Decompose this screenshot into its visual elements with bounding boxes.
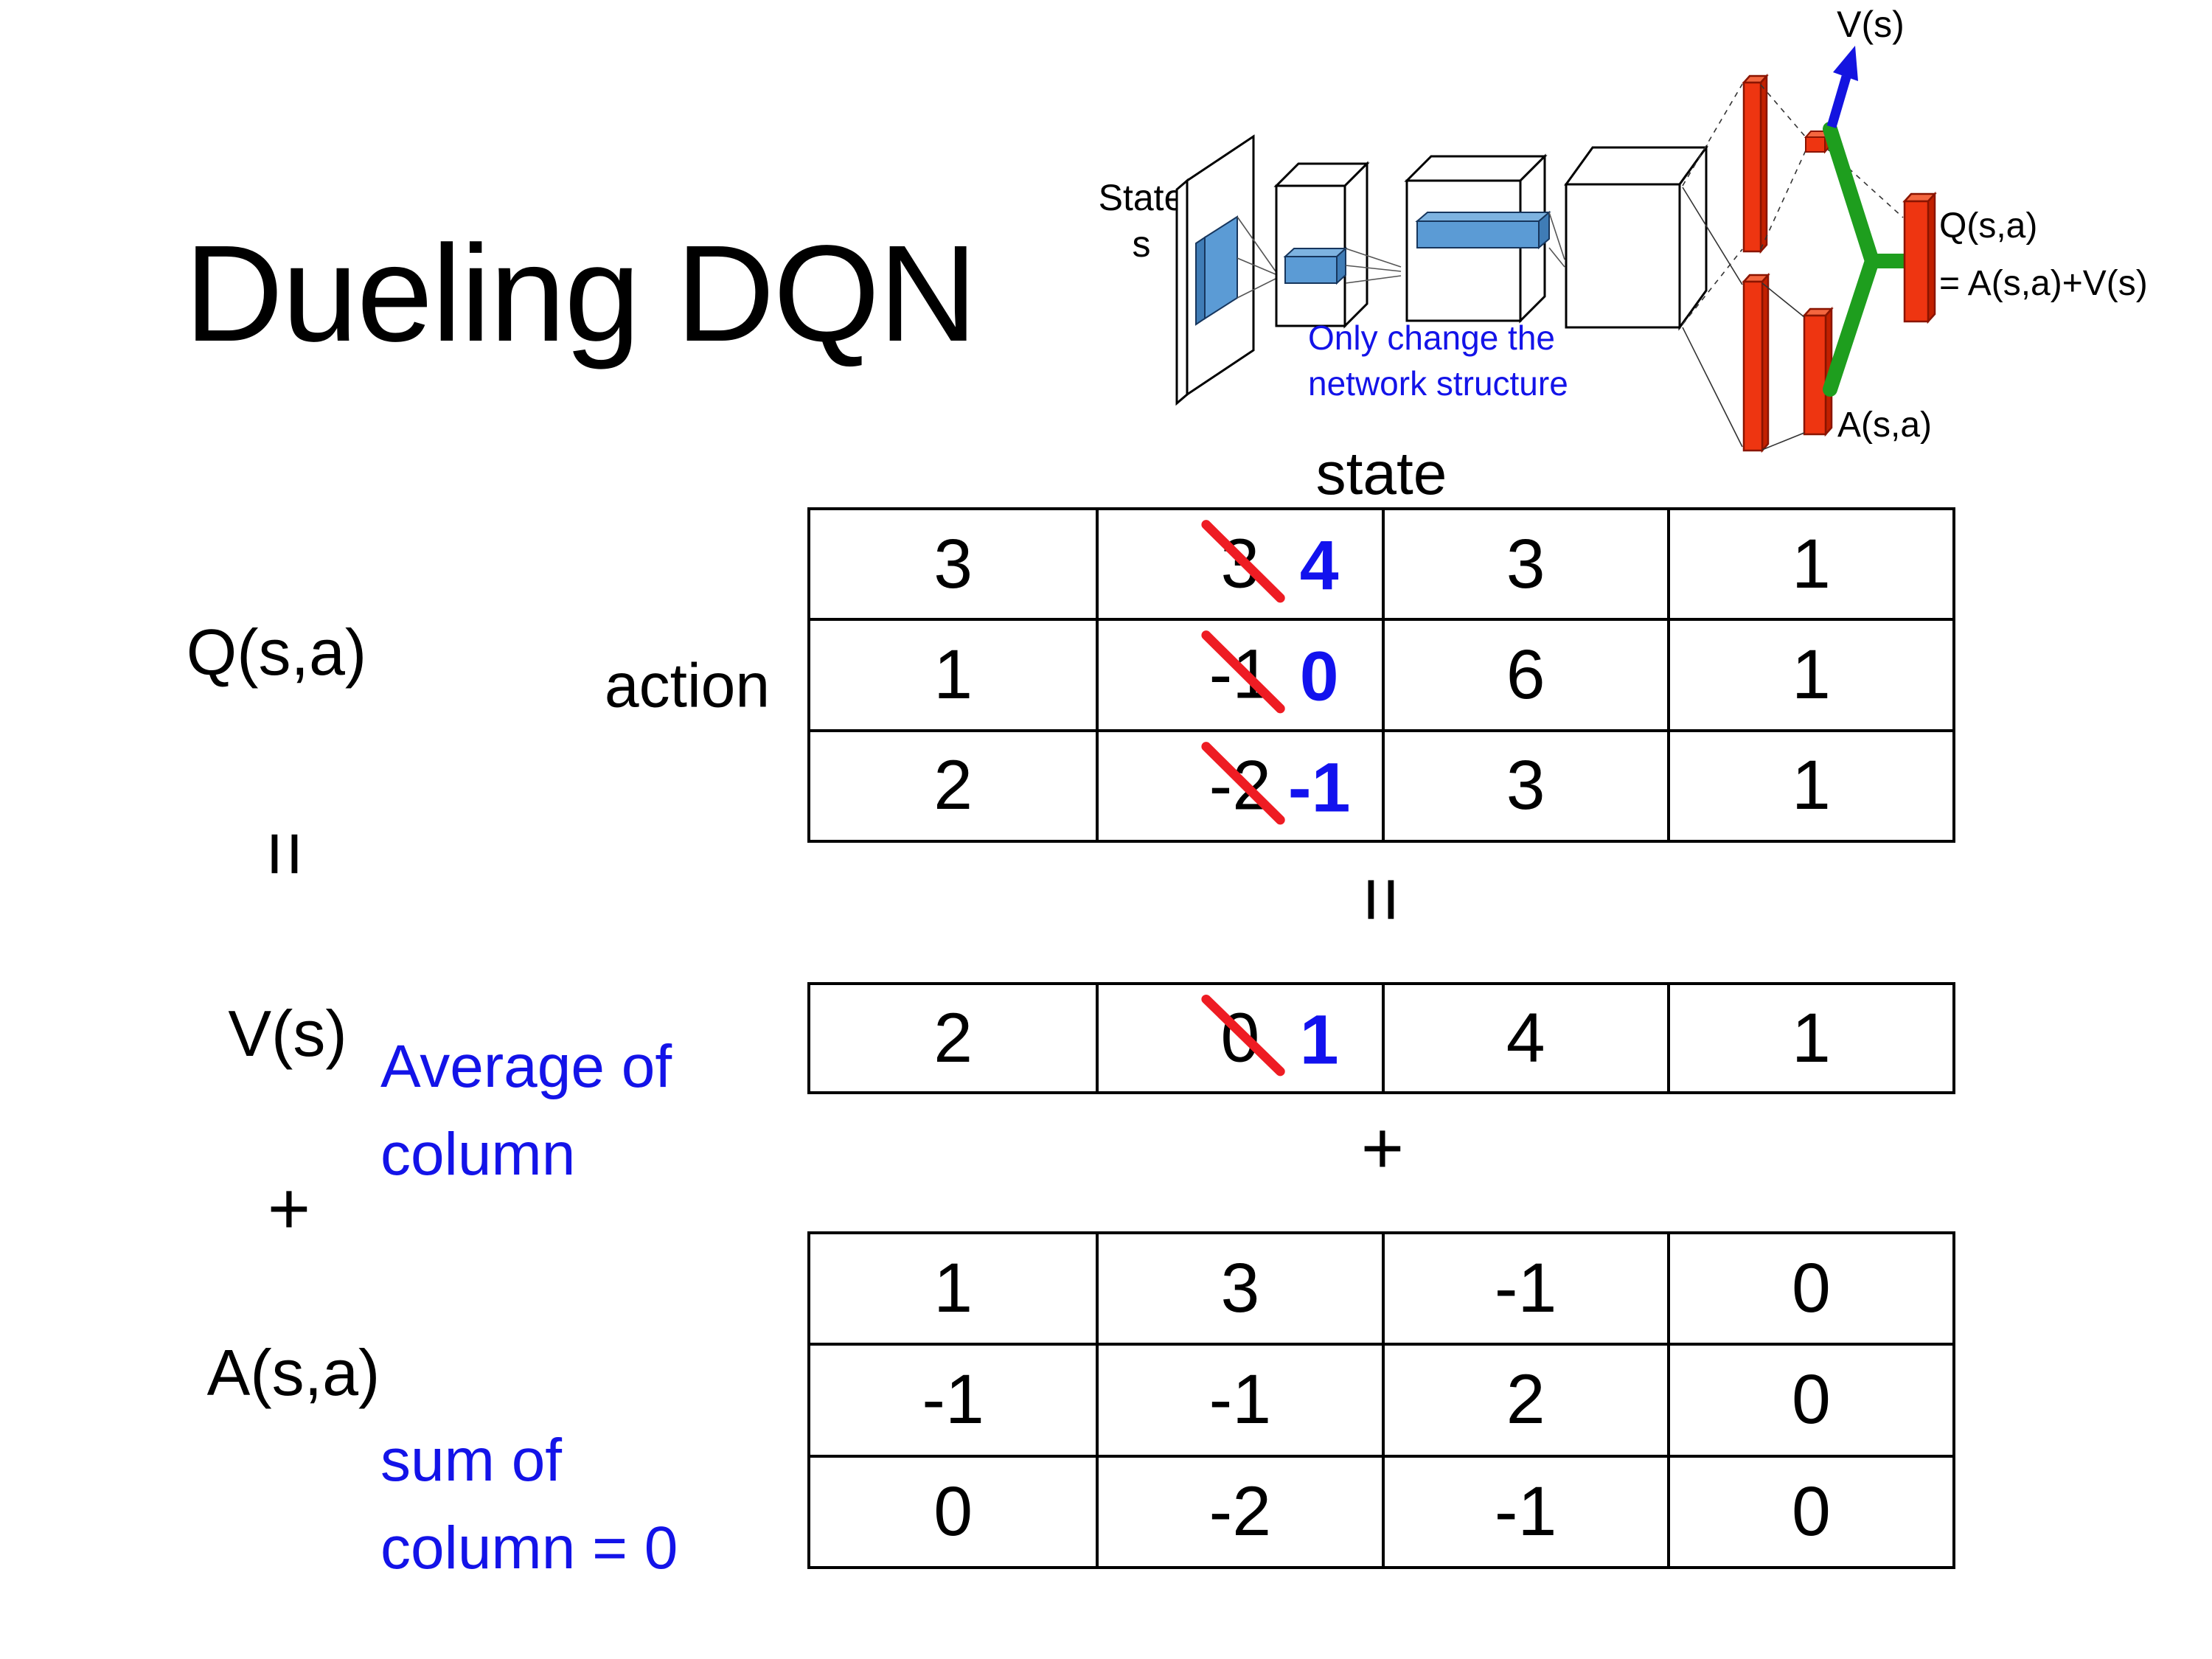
new-value: 4 (1299, 526, 1339, 605)
diagram-note-line1: Only change the (1308, 319, 1555, 357)
v-cell: 1 (1666, 985, 1952, 1091)
a-output-label: A(s,a) (1837, 406, 1932, 445)
state-axis-label: state (1315, 440, 1447, 507)
q-cell: 1 (1666, 618, 1952, 729)
new-value: 0 (1299, 637, 1339, 716)
a-cell: 1 (933, 1249, 973, 1328)
old-value: -1 (1208, 635, 1272, 714)
q-cell: 2 (810, 728, 1096, 840)
v-scalar-cone (1760, 84, 1904, 250)
fc-bar-bottom (1742, 272, 1770, 453)
old-value: 3 (1220, 524, 1260, 603)
a-cell: -1 (810, 1343, 1096, 1454)
q-cell: 3 (1381, 728, 1667, 840)
plus-sign-mid: + (1360, 1107, 1405, 1190)
sum-note: sum of column = 0 (380, 1417, 678, 1593)
q-cell: 6 (1381, 618, 1667, 729)
v-output-label: V(s) (1837, 4, 1905, 45)
v-output-arrow (1826, 46, 1858, 128)
state-s-label-2: s (1133, 223, 1151, 265)
activation-bar-2 (1415, 210, 1551, 250)
q-cell: 1 (810, 618, 1096, 728)
conv-box-1 (1273, 161, 1370, 329)
cone-lines-2 (1345, 248, 1402, 284)
q-table: 3 3 4 3 1 1 -1 0 6 1 2 -2 -1 3 1 (807, 507, 1955, 843)
a-cell: 2 (1381, 1343, 1667, 1455)
q-cell: 3 (933, 524, 973, 603)
a-cell: 0 (1666, 1343, 1952, 1455)
a-cell: 0 (810, 1454, 1096, 1566)
a-bar-links (1761, 282, 1805, 451)
cone-lines-3 (1548, 212, 1565, 268)
v-table: 2 0 1 4 1 (807, 982, 1955, 1094)
activation-bar-1 (1283, 246, 1348, 285)
conv-box-3 (1564, 144, 1708, 331)
q-cell: 1 (1666, 728, 1952, 840)
equals-sign-left: = (241, 830, 331, 877)
merge-y-connector (1823, 122, 1912, 397)
q-cell-corrected: -2 -1 (1096, 728, 1382, 840)
v-matrix-label: V(s) (228, 997, 347, 1070)
old-value: -2 (1208, 746, 1272, 825)
a-cell: -1 (1096, 1343, 1382, 1455)
q-output-formula: = A(s,a)+V(s) (1939, 264, 2148, 303)
q-output-label: Q(s,a) (1939, 206, 2037, 246)
plus-sign-left: + (267, 1167, 311, 1251)
q-cell-corrected: 3 4 (1096, 510, 1381, 619)
fanout-lines (1682, 83, 1743, 448)
a-vector-bar (1802, 306, 1834, 437)
sum-note-line2: column = 0 (380, 1514, 678, 1582)
new-value: -1 (1287, 748, 1351, 827)
q-cell: 3 (1381, 510, 1667, 619)
old-value: 0 (1220, 998, 1260, 1077)
a-cell: 0 (1666, 1454, 1952, 1566)
network-diagram: State s (1099, 4, 2148, 453)
q-cell-corrected: -1 0 (1096, 618, 1382, 729)
q-matrix-label: Q(s,a) (186, 616, 367, 689)
average-note: Average of column (380, 1023, 672, 1199)
a-cell: 3 (1096, 1234, 1381, 1343)
a-cell: -1 (1381, 1454, 1667, 1566)
diagram-note-line2: network structure (1308, 364, 1568, 403)
page-title: Dueling DQN (184, 218, 978, 370)
new-value: 1 (1299, 1001, 1339, 1079)
v-cell-corrected: 0 1 (1096, 985, 1381, 1091)
q-cell: 1 (1666, 510, 1952, 619)
state-s-label: State (1099, 177, 1185, 218)
fc-bar-top (1742, 73, 1769, 254)
average-note-line1: Average of (380, 1033, 672, 1100)
average-note-line2: column (380, 1120, 576, 1188)
q-output-bar (1902, 191, 1937, 324)
a-table: 1 3 -1 0 -1 -1 2 0 0 -2 -1 0 (807, 1231, 1955, 1569)
a-cell: -2 (1096, 1454, 1382, 1566)
v-cell: 4 (1381, 985, 1667, 1091)
v-cell: 2 (933, 998, 973, 1077)
cone-lines-1 (1237, 216, 1276, 299)
action-axis-label: action (604, 650, 771, 720)
sum-note-line1: sum of (380, 1427, 563, 1494)
a-cell: -1 (1381, 1234, 1667, 1343)
a-cell: 0 (1666, 1234, 1952, 1343)
conv-box-2 (1404, 153, 1548, 324)
a-matrix-label: A(s,a) (206, 1336, 380, 1409)
equals-sign-mid: = (1338, 876, 1427, 923)
